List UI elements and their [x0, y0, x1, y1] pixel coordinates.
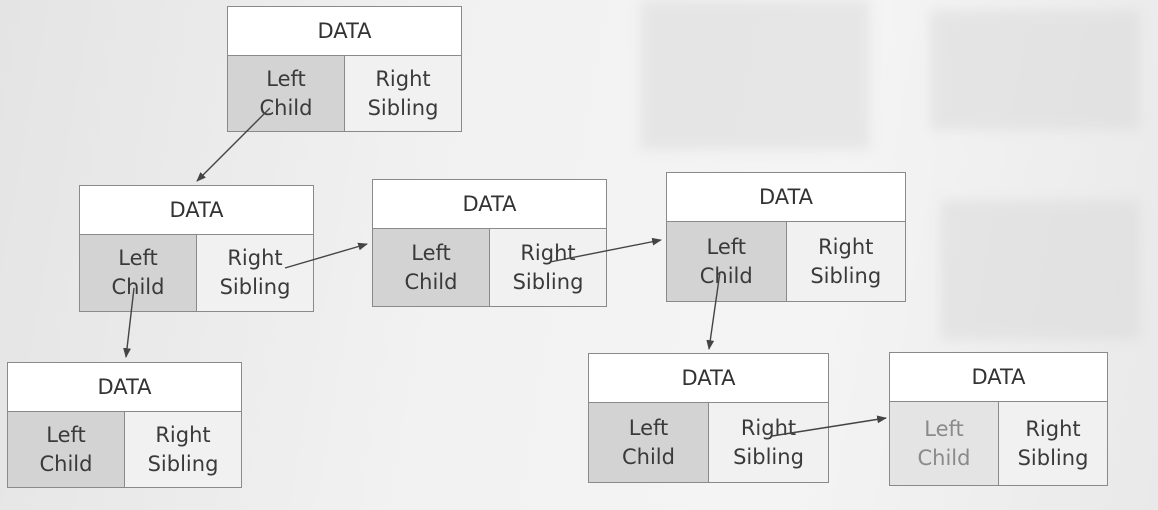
left-child-field: Left Child: [373, 229, 490, 306]
right-sibling-field: Right Sibling: [709, 403, 828, 482]
left-child-field: Left Child: [80, 235, 197, 311]
tree-node-level3-third: DATA Left Child Right Sibling: [889, 352, 1108, 486]
right-sibling-field: Right Sibling: [490, 229, 606, 306]
node-data-field: DATA: [373, 180, 606, 229]
node-data-field: DATA: [228, 7, 461, 56]
right-sibling-field: Right Sibling: [197, 235, 313, 311]
bleed-through-mid-right: [940, 200, 1140, 340]
node-data-field: DATA: [589, 354, 828, 403]
node-data-field: DATA: [667, 173, 905, 222]
left-child-field: Left Child: [667, 222, 787, 301]
bleed-through-top-right: [930, 10, 1140, 130]
bleed-through-top-center: [640, 0, 870, 150]
tree-node-root: DATA Left Child Right Sibling: [227, 6, 462, 132]
right-sibling-field: Right Sibling: [345, 56, 461, 131]
right-sibling-field: Right Sibling: [999, 402, 1107, 485]
tree-node-level2-third: DATA Left Child Right Sibling: [666, 172, 906, 302]
right-sibling-field: Right Sibling: [125, 412, 241, 487]
tree-node-level3-first: DATA Left Child Right Sibling: [7, 362, 242, 488]
node-data-field: DATA: [8, 363, 241, 412]
tree-node-level2-second: DATA Left Child Right Sibling: [372, 179, 607, 307]
tree-node-level2-first: DATA Left Child Right Sibling: [79, 185, 314, 312]
left-child-field: Left Child: [890, 402, 999, 485]
left-child-field: Left Child: [228, 56, 345, 131]
tree-node-level3-second: DATA Left Child Right Sibling: [588, 353, 829, 483]
right-sibling-field: Right Sibling: [786, 222, 905, 301]
left-child-field: Left Child: [8, 412, 125, 487]
node-data-field: DATA: [80, 186, 313, 235]
node-data-field: DATA: [890, 353, 1107, 402]
left-child-field: Left Child: [589, 403, 709, 482]
